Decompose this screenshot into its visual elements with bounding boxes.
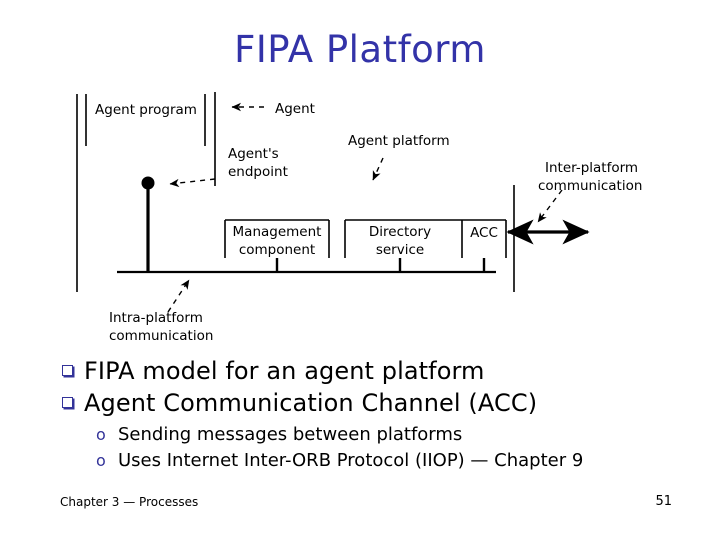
bullet-list-level2: o Sending messages between platforms o U… [96,422,696,474]
bullet-text: FIPA model for an agent platform [84,357,485,385]
inter-platform-label-line2: communication [538,178,642,194]
inter-platform-label-line1: Inter-platform [545,160,638,176]
page-title: FIPA Platform [234,28,486,71]
agent-program-label: Agent program [95,102,197,118]
bullet-text: Agent Communication Channel (ACC) [84,389,538,417]
list-item: Agent Communication Channel (ACC) [58,388,698,419]
management-component-label-line2: component [239,242,315,258]
agent-platform-label: Agent platform [348,133,450,149]
agents-endpoint-label-line1: Agent's [228,146,279,162]
intra-platform-label-line1: Intra-platform [109,310,203,326]
agent-label: Agent [275,101,315,117]
square-bullet-icon [58,388,84,418]
bullet-text: Sending messages between platforms [118,424,463,445]
list-item: o Uses Internet Inter-ORB Protocol (IIOP… [96,448,696,474]
agent-platform-leader-line [372,157,384,181]
page-number: 51 [655,494,672,509]
circle-bullet-icon: o [96,425,106,444]
list-item: o Sending messages between platforms [96,422,696,448]
directory-service-label-line1: Directory [369,224,431,240]
agents-endpoint-leader-line [169,178,216,188]
acc-label: ACC [470,225,498,241]
bullet-list-level1: FIPA model for an agent platform Agent C… [58,356,698,420]
intra-platform-leader-line [167,279,190,313]
list-item: FIPA model for an agent platform [58,356,698,387]
square-bullet-icon [58,356,84,386]
inter-platform-leader-line [537,189,563,223]
agents-endpoint-label-line2: endpoint [228,164,288,180]
circle-bullet-icon: o [96,451,106,470]
intra-platform-label-line2: communication [109,328,213,344]
bullet-text: Uses Internet Inter-ORB Protocol (IIOP) … [118,450,584,471]
footer-chapter-label: Chapter 3 — Processes [60,495,199,509]
fipa-platform-diagram: Agent program Agent Agent's endpoint Age… [0,80,720,350]
directory-service-label-line2: service [376,242,424,258]
management-component-label-line1: Management [233,224,322,240]
